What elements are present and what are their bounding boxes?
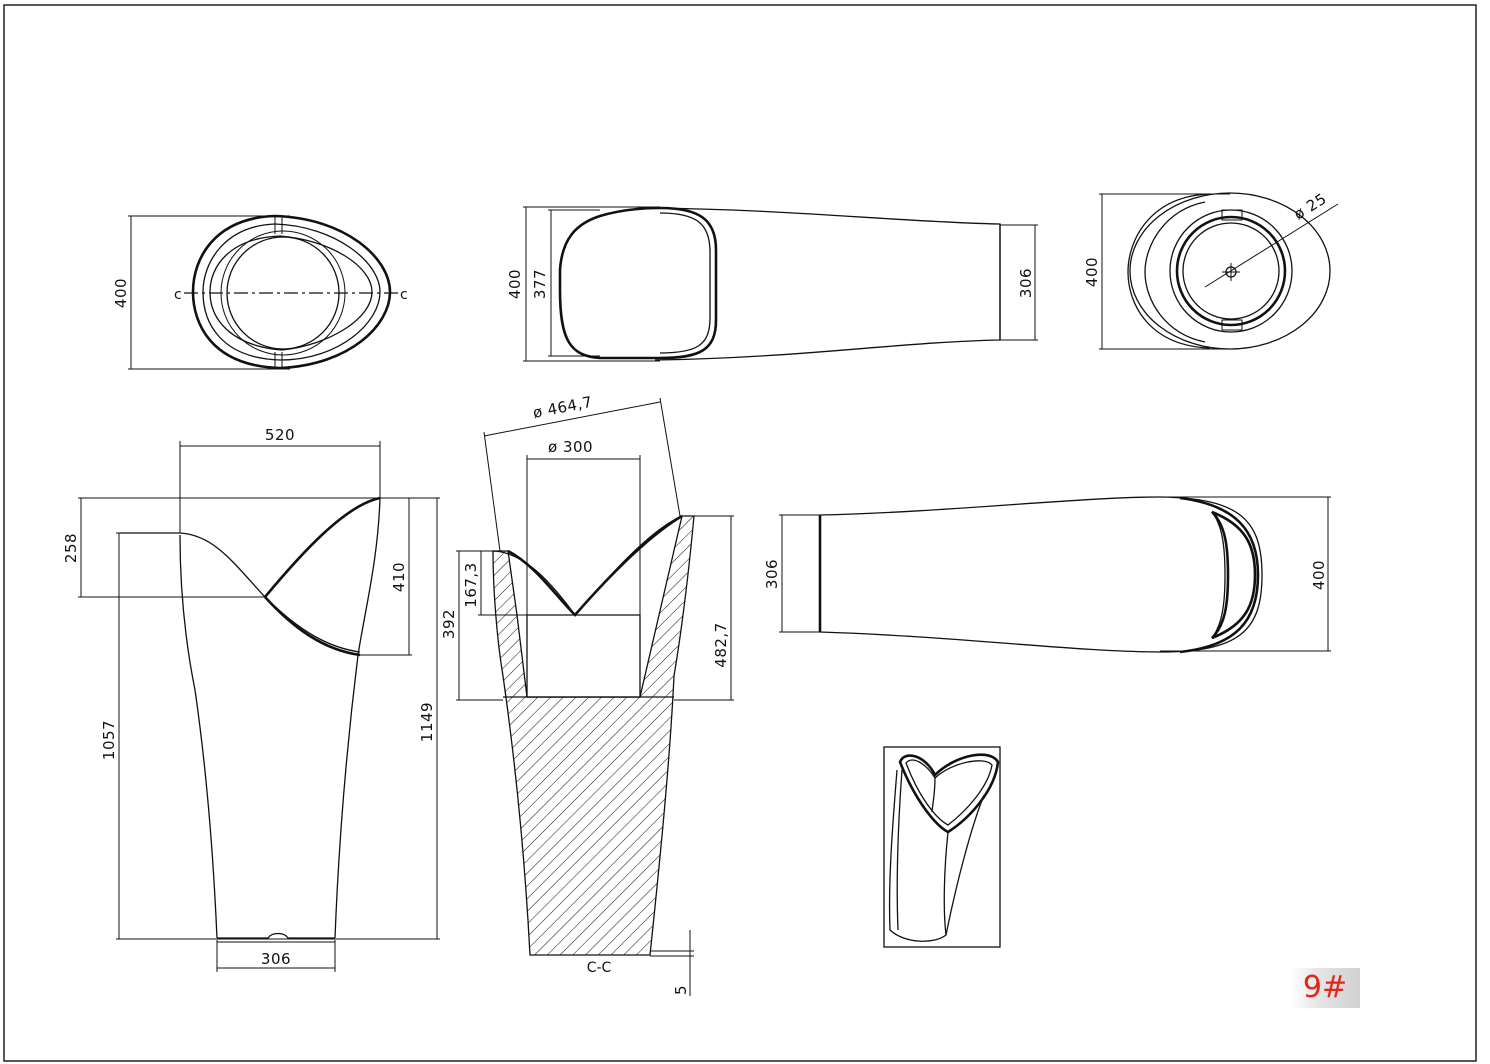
end-view: 400 ø 25 (1083, 190, 1339, 350)
sheet-border (3, 4, 1477, 1062)
front-total-height-dim: 1149 (418, 702, 436, 742)
top-view-section-mark-right: c (400, 287, 408, 303)
end-view-drain-dim: ø 25 (1291, 190, 1330, 224)
side-top-base-dim: 306 (1017, 268, 1035, 298)
section-base-offset-dim: 5 (672, 985, 690, 995)
side-view-bottom: 306 400 (763, 496, 1331, 654)
top-view-section-mark-left: c (174, 287, 182, 303)
front-view: 520 258 410 1057 1149 306 (62, 426, 440, 972)
side-view-top: 400 377 306 (506, 206, 1038, 362)
side-top-outer-dim: 400 (506, 269, 524, 299)
section-view: ø 464,7 ø 300 167,3 392 482,7 5 C-C (440, 393, 734, 996)
section-bowl-inner-dim: 167,3 (462, 562, 480, 607)
side-top-inner-dim: 377 (531, 269, 549, 299)
front-pedestal-height-dim: 1057 (100, 720, 118, 760)
end-view-height-dim: 400 (1083, 257, 1101, 287)
section-bowl-total-dim: 392 (440, 609, 458, 639)
section-outer-diameter-dim: ø 464,7 (531, 393, 594, 422)
section-side-height-dim: 482,7 (712, 622, 730, 667)
front-base-width-dim: 306 (261, 950, 291, 968)
section-label: C-C (587, 960, 612, 976)
isometric-preview (883, 746, 1001, 948)
front-bowl-depth-dim: 258 (62, 533, 80, 563)
section-inner-diameter-dim: ø 300 (548, 438, 593, 456)
top-view-height-dim: 400 (112, 278, 130, 308)
top-view: 400 c c (112, 214, 408, 370)
front-width-top-dim: 520 (265, 426, 295, 444)
side-bottom-top-dim: 400 (1310, 560, 1328, 590)
sheet-number-label: 9# (1290, 968, 1360, 1008)
side-bottom-base-dim: 306 (763, 559, 781, 589)
front-rim-height-dim: 410 (390, 562, 408, 592)
